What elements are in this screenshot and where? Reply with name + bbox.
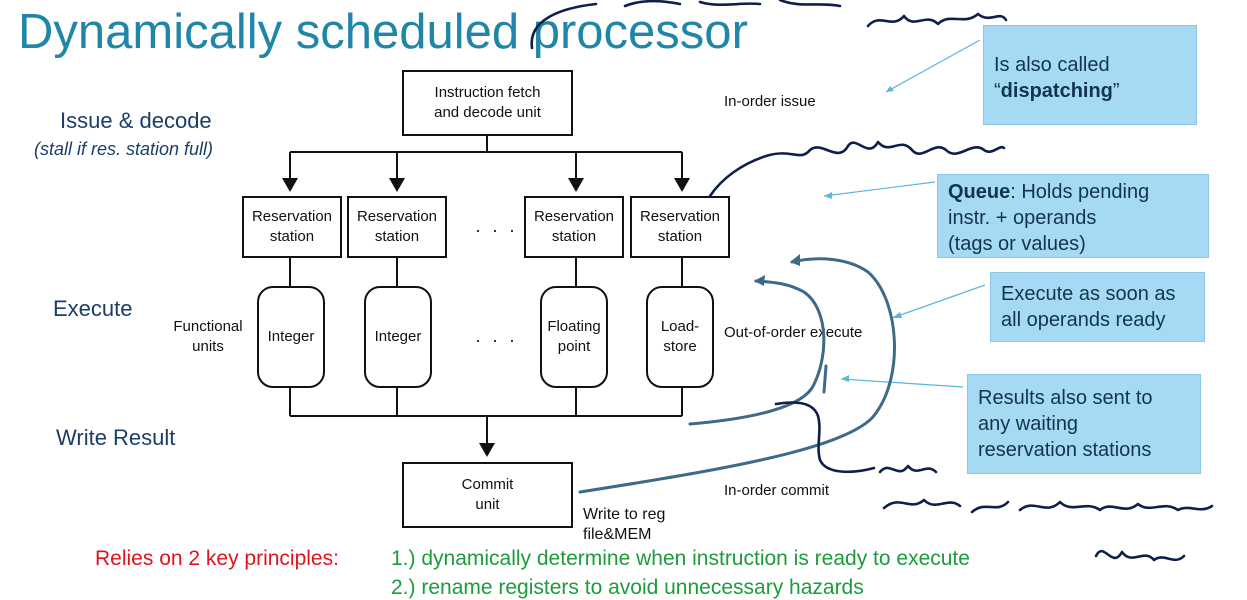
- callout-dispatching-line1: Is also called: [994, 54, 1110, 76]
- callout-queue-line2: instr. + operands: [948, 207, 1097, 229]
- callout-execute-line1: Execute as soon as: [1001, 283, 1176, 305]
- pointer-execute-head: [892, 312, 902, 318]
- callout-execute: Execute as soon as all operands ready: [990, 272, 1205, 342]
- callout-dispatching: Is also called “dispatching”: [983, 25, 1197, 125]
- fu-line2: point: [557, 338, 591, 355]
- callout-results-line1: Results also sent to: [978, 387, 1153, 409]
- callout-results: Results also sent to any waiting reserva…: [967, 374, 1201, 474]
- callout-queue: Queue: Holds pending instr. + operands (…: [937, 174, 1209, 258]
- write-to-reg-label: Write to reg file&MEM: [583, 505, 665, 545]
- pointer-results-head: [841, 375, 849, 382]
- functional-unit-ellipsis: · · ·: [475, 330, 518, 350]
- rs-line2: station: [657, 228, 703, 245]
- handwriting-to-run: [1094, 549, 1186, 562]
- commit-line1: Commit: [461, 476, 514, 493]
- in-order-commit-label: In-order commit: [724, 482, 830, 499]
- reservation-station-3: Reservation station: [524, 196, 624, 258]
- handwriting-stroke: [774, 401, 876, 474]
- handwriting-need: [878, 464, 938, 474]
- handwriting-stroke: [623, 0, 842, 8]
- rs-line1: Reservation: [356, 208, 438, 225]
- handwriting-data-for-some-executions: [882, 498, 1214, 514]
- callout-execute-line2: all operands ready: [1001, 309, 1166, 331]
- callout-dispatching-bold: dispatching: [1000, 80, 1113, 102]
- instruction-fetch-unit: Instruction fetch and decode unit: [402, 70, 573, 136]
- rs-line2: station: [374, 228, 420, 245]
- fu-line1: Floating: [547, 318, 601, 335]
- page-title: Dynamically scheduled processor: [18, 5, 748, 59]
- stage-write-label: Write Result: [56, 425, 176, 450]
- principle-1: 1.) dynamically determine when instructi…: [391, 547, 970, 570]
- pointer-dispatching-head: [886, 86, 894, 92]
- quote-close: ”: [1112, 80, 1120, 102]
- pointer-dispatching: [885, 39, 981, 93]
- fu-line1: Integer: [267, 328, 315, 345]
- reservation-station-4: Reservation station: [630, 196, 730, 258]
- handwriting-sort-of-queue: [708, 140, 1006, 198]
- rs-line2: station: [551, 228, 597, 245]
- callout-queue-rest: : Holds pending: [1010, 181, 1150, 203]
- functional-unit-floating-point: Floating point: [540, 286, 608, 388]
- forward-outer-arrowhead: [790, 254, 800, 266]
- rs-line1: Reservation: [251, 208, 333, 225]
- callout-results-line2: any waiting: [978, 413, 1079, 435]
- pointer-results: [840, 378, 964, 388]
- pointer-queue: [823, 181, 936, 197]
- fetch-unit-line2: and decode unit: [434, 104, 541, 121]
- fu-line1: Load-: [660, 318, 700, 335]
- commit-line2: unit: [475, 496, 500, 513]
- in-order-issue-label: In-order issue: [724, 93, 816, 110]
- functional-unit-load-store: Load-store: [646, 286, 714, 388]
- callout-queue-bold: Queue: [948, 181, 1011, 203]
- functional-units-label: Functional units: [170, 317, 246, 357]
- fu-label-line2: units: [192, 338, 224, 355]
- callout-queue-line1: Queue: Holds pending: [948, 179, 1198, 205]
- fu-label-line1: Functional: [173, 318, 243, 335]
- commit-unit: Commit unit: [402, 462, 573, 528]
- forward-inner-arrowhead: [754, 275, 765, 286]
- stage-execute-label: Execute: [53, 296, 133, 321]
- callout-dispatching-line2: “dispatching”: [994, 78, 1186, 104]
- forward-curve-inner: [688, 279, 826, 426]
- reservation-ellipsis: · · ·: [475, 220, 518, 240]
- rs-line1: Reservation: [639, 208, 721, 225]
- rs-line2: station: [269, 228, 315, 245]
- reservation-station-1: Reservation station: [242, 196, 342, 258]
- callout-queue-line3: (tags or values): [948, 233, 1086, 255]
- callout-results-line3: reservation stations: [978, 439, 1152, 461]
- handwriting-stroke: [530, 2, 598, 50]
- stage-issue-label: Issue & decode: [60, 108, 212, 133]
- functional-unit-integer-2: Integer: [364, 286, 432, 388]
- fetch-unit-line1: Instruction fetch: [434, 84, 541, 101]
- principles-prefix: Relies on 2 key principles:: [95, 547, 339, 570]
- fu-line1: Integer: [374, 328, 422, 345]
- handwriting-stroke: [866, 12, 1008, 28]
- pointer-execute: [891, 284, 986, 319]
- forward-curve-tick: [822, 364, 828, 394]
- principle-2: 2.) rename registers to avoid unnecessar…: [391, 576, 864, 599]
- forward-curve-outer: [578, 257, 896, 494]
- stage-issue-note: (stall if res. station full): [34, 139, 214, 159]
- reservation-station-2: Reservation station: [347, 196, 447, 258]
- functional-unit-integer-1: Integer: [257, 286, 325, 388]
- write-to-reg-line1: Write to reg: [583, 506, 666, 523]
- fu-line2: store: [663, 338, 697, 355]
- pointer-queue-head: [824, 192, 832, 199]
- rs-line1: Reservation: [533, 208, 615, 225]
- quote-open: “: [994, 80, 1001, 102]
- out-of-order-execute-label: Out-of-order execute: [724, 324, 863, 341]
- write-to-reg-line2: file&MEM: [583, 526, 652, 543]
